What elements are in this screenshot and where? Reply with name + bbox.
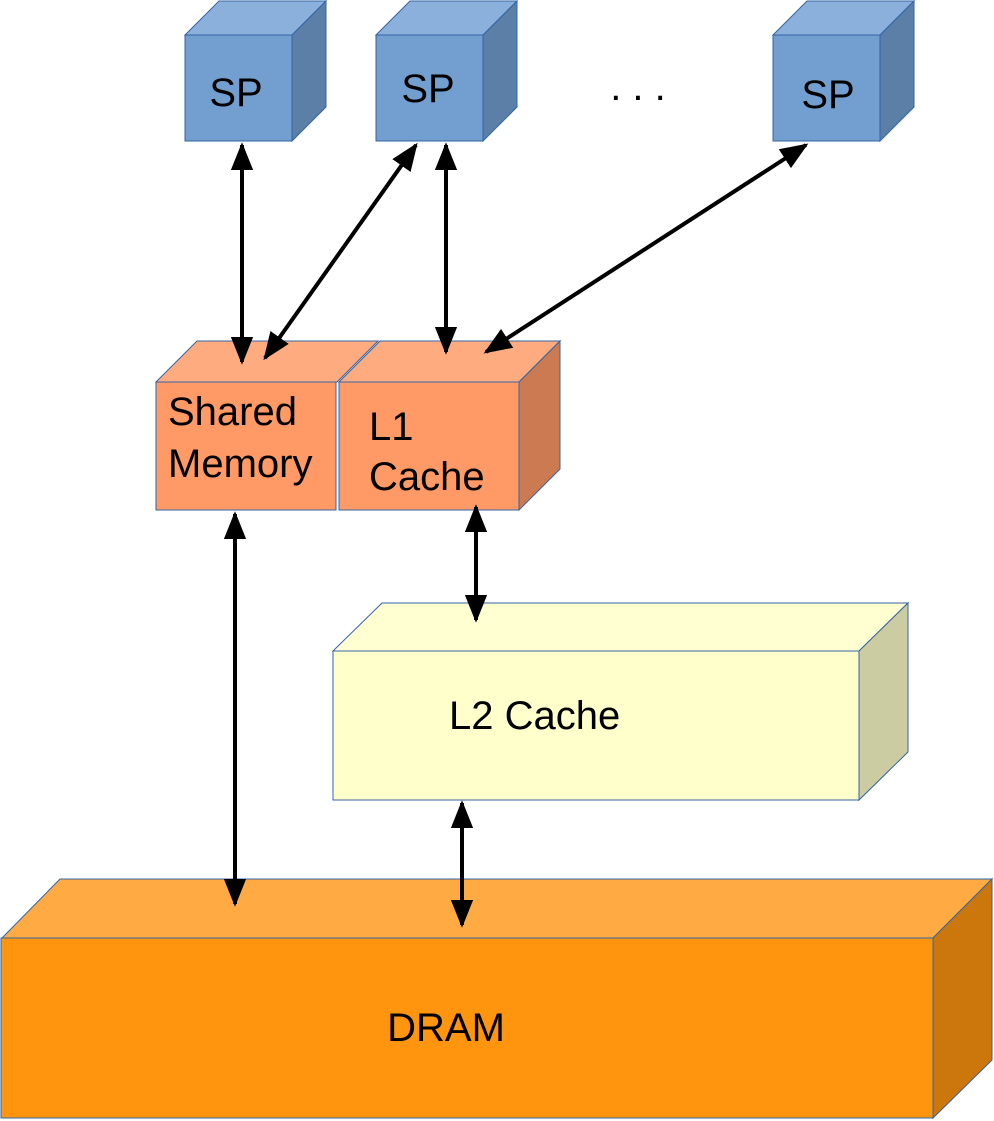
connections [223, 142, 809, 928]
sp-block-2: SP [374, 0, 519, 143]
arrow-sp3-l1-cache [483, 143, 809, 354]
shared-memory-label-line2: Memory [168, 442, 312, 486]
arrow-sp2-shared-memory [263, 142, 418, 361]
dram-label: DRAM [387, 1006, 505, 1050]
l2-cache-label: L2 Cache [449, 694, 620, 738]
l1-cache-label-line2: Cache [369, 455, 485, 499]
sp-label-3: SP [801, 73, 854, 117]
sp-label-2: SP [401, 67, 454, 111]
shared-memory-label: Shared Memory [168, 390, 312, 486]
l1-cache-label: L1 Cache [369, 405, 485, 499]
sp-label-1: SP [209, 71, 262, 115]
ellipsis-label: . . . [610, 65, 666, 109]
l1-cache-label-line1: L1 [369, 405, 414, 449]
dram-block: DRAM [0, 877, 994, 1120]
l1-cache-block: L1 Cache [337, 339, 562, 512]
shared-memory-label-line1: Shared [168, 390, 297, 434]
sp-block-1: SP [183, 0, 328, 143]
l2-cache-block: L2 Cache [331, 601, 910, 802]
sp-block-3: SP [771, 0, 916, 143]
